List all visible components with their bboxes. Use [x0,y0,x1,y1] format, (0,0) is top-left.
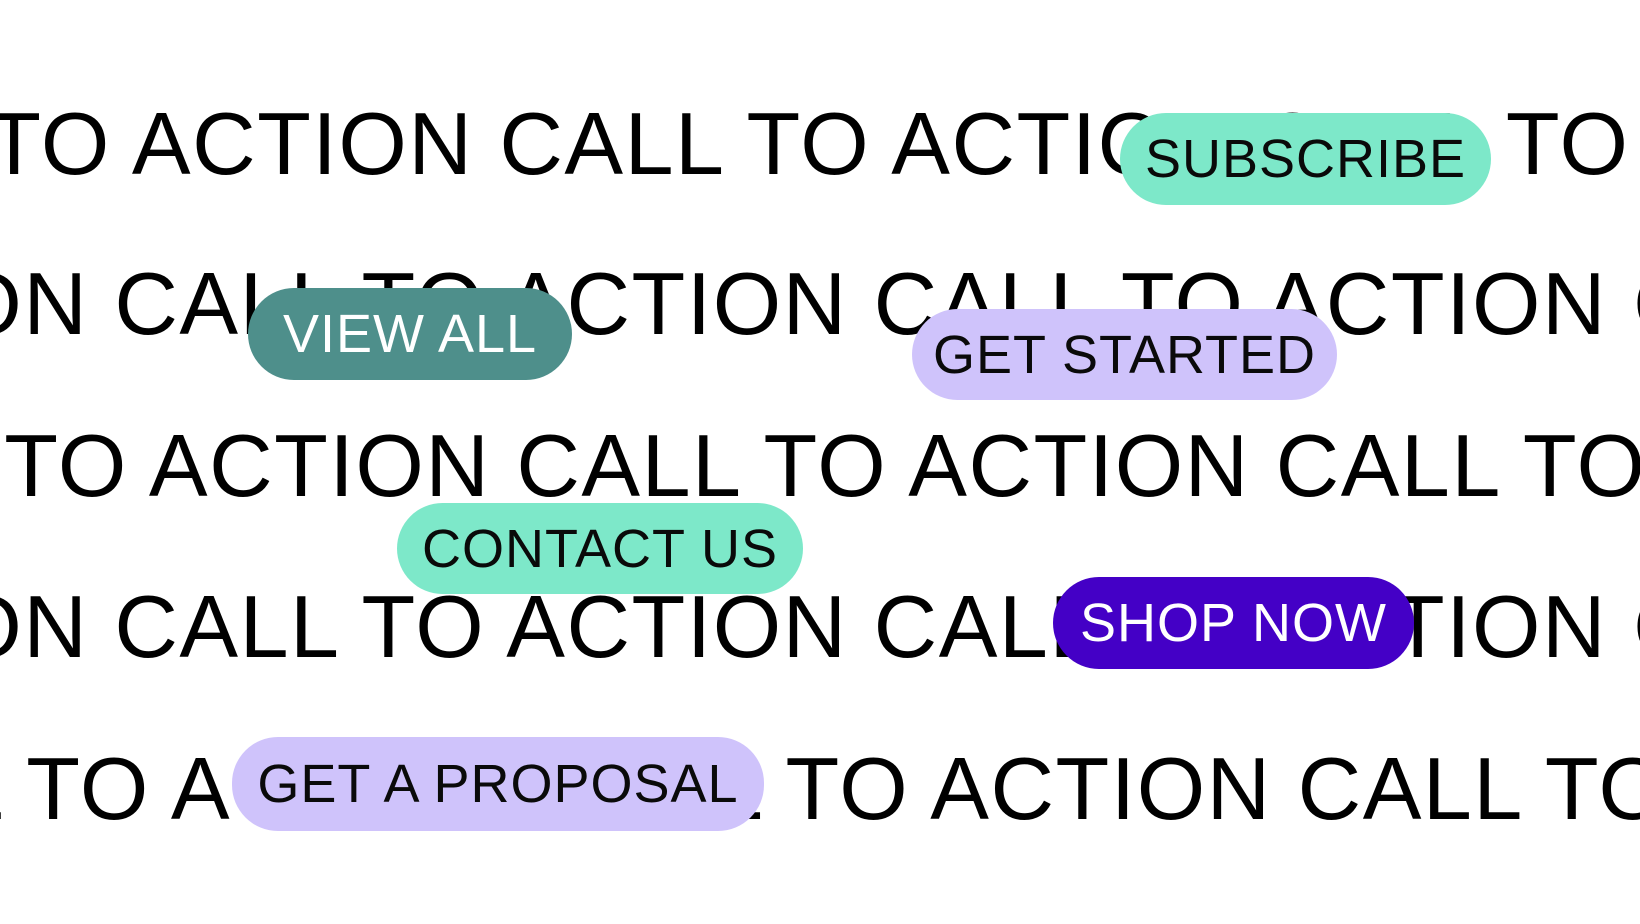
contact-us-label: CONTACT US [421,518,779,579]
contact-us-button[interactable]: CONTACT US [397,503,803,594]
view-all-button[interactable]: VIEW ALL [248,288,572,380]
shop-now-button[interactable]: SHOP NOW [1053,577,1414,669]
get-started-button[interactable]: GET STARTED [912,309,1337,400]
view-all-label: VIEW ALL [282,304,538,364]
subscribe-button[interactable]: SUBSCRIBE [1120,113,1491,205]
get-a-proposal-label: GET A PROPOSAL [257,754,739,814]
get-started-label: GET STARTED [932,324,1317,385]
background-text-row-2: CALL TO ACTION CALL TO ACTION CALL TO AC… [0,254,1640,353]
get-a-proposal-button[interactable]: GET A PROPOSAL [232,737,764,831]
shop-now-label: SHOP NOW [1079,593,1388,653]
background-text-row-3: CALL TO ACTION CALL TO ACTION CALL TO AC… [4,416,1640,515]
subscribe-label: SUBSCRIBE [1144,129,1467,189]
